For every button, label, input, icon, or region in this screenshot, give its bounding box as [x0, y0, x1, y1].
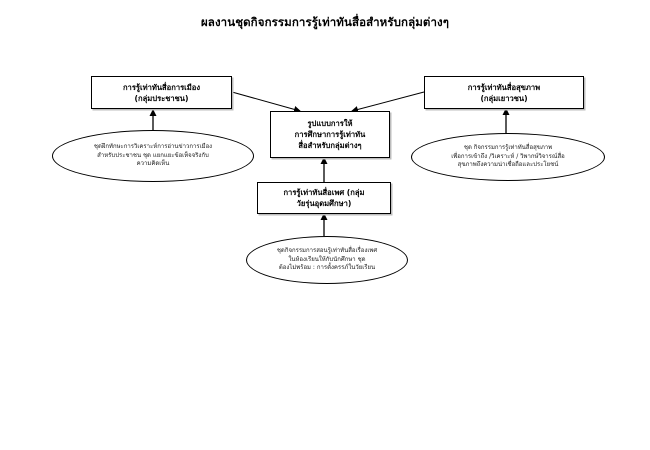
health-oval-line3: สุขภาพถึงความน่าเชื่อถือและประโยชน์: [457, 161, 559, 169]
center-box-line2: การศึกษาการรู้เท่าทัน: [294, 130, 366, 139]
sex-oval-line1: ชุดกิจกรรมการสอนรู้เท่าทันสื่อเรื่องเพศ: [276, 246, 378, 254]
politics-box-line1: การรู้เท่าทันสื่อการเมือง: [122, 82, 201, 92]
health-box-line1: การรู้เท่าทันสื่อสุขภาพ: [467, 82, 541, 92]
politics-to-center-arrow: [231, 91, 301, 113]
sex-oval-line3: ต้องไม่พร้อม : การตั้งครรภ์ในวัยเรียน: [278, 264, 376, 272]
center-model-box: รูปแบบการให้ การศึกษาการรู้เท่าทัน สื่อส…: [270, 111, 390, 158]
politics-box-line2: (กลุ่มประชาชน): [134, 93, 189, 103]
sex-literacy-box: การรู้เท่าทันสื่อเพศ (กลุ่ม วัยรุ่นอุดมศ…: [257, 182, 391, 214]
politics-activity-oval: ชุดฝึกทักษะการวิเคราะห์การอ่านข่าวการเมื…: [52, 130, 254, 182]
health-to-center-arrow: [351, 91, 425, 113]
sex-box-line1: การรู้เท่าทันสื่อเพศ (กลุ่ม: [283, 188, 365, 197]
health-oval-line1: ชุด กิจกรรมการรู้เท่าทันสื่อสุขภาพ: [463, 143, 553, 151]
health-box-line2: (กลุ่มเยาวชน): [480, 93, 528, 103]
sex-oval-line2: ในห้องเรียนให้กับนักศึกษา ชุด: [288, 255, 366, 263]
politics-literacy-box: การรู้เท่าทันสื่อการเมือง (กลุ่มประชาชน): [91, 76, 232, 109]
center-box-line1: รูปแบบการให้: [307, 119, 353, 128]
politics-oval-line1: ชุดฝึกทักษะการวิเคราะห์การอ่านข่าวการเมื…: [93, 142, 213, 150]
center-box-line3: สื่อสำหรับกลุ่มต่างๆ: [298, 141, 362, 150]
health-activity-oval: ชุด กิจกรรมการรู้เท่าทันสื่อสุขภาพ เพื่อ…: [411, 133, 605, 181]
health-oval-line2: เพื่อการเข้าถึง /วิเคราะห์ / วิพากษ์วิจา…: [451, 152, 565, 160]
sex-box-line2: วัยรุ่นอุดมศึกษา): [296, 199, 352, 208]
diagram-title: ผลงานชุดกิจกรรมการรู้เท่าทันสื่อสำหรับกล…: [200, 15, 450, 29]
politics-oval-line2: สำหรับประชาชน ชุด แยกแยะข้อเท็จจริงกับ: [97, 151, 209, 159]
politics-oval-line3: ความคิดเห็น: [136, 160, 170, 168]
sex-activity-oval: ชุดกิจกรรมการสอนรู้เท่าทันสื่อเรื่องเพศ …: [246, 236, 408, 284]
health-literacy-box: การรู้เท่าทันสื่อสุขภาพ (กลุ่มเยาวชน): [424, 76, 584, 109]
